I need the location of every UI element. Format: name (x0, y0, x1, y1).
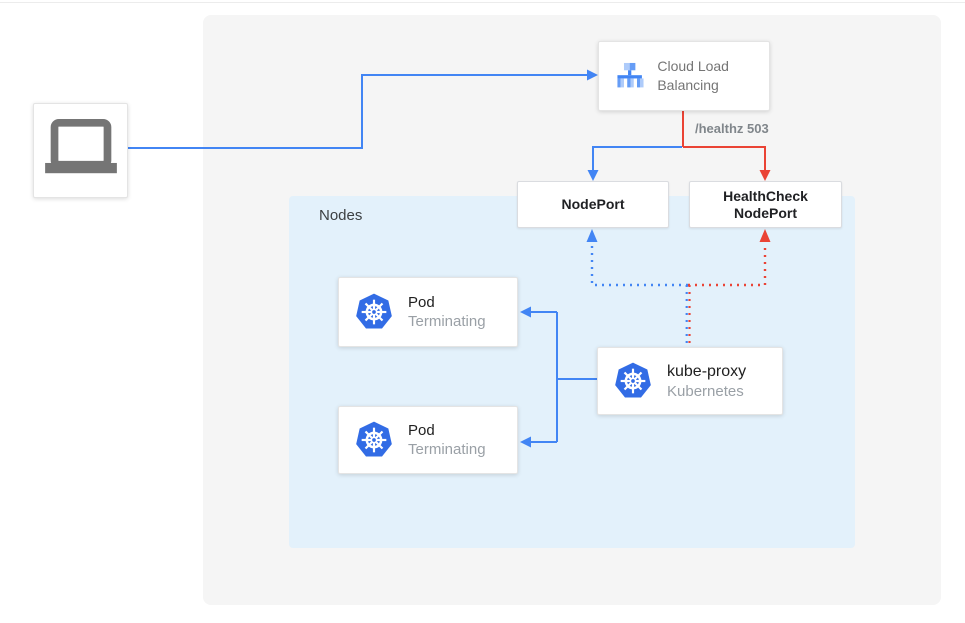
healthcheck-nodeport-label-line1: HealthCheck (723, 187, 808, 204)
healthz-status-label: /healthz 503 (695, 121, 769, 136)
healthcheck-nodeport-node: HealthCheck NodePort (689, 181, 842, 228)
nodeport-label: NodePort (561, 196, 625, 212)
pod-node-2: Pod Terminating (338, 406, 518, 474)
kube-proxy-subtitle: Kubernetes (667, 382, 744, 400)
pod-node-1: Pod Terminating (338, 277, 518, 347)
pod-title: Pod (408, 294, 435, 311)
pod-title: Pod (408, 422, 435, 439)
load-balancer-icon (617, 62, 644, 88)
healthcheck-nodeport-label-line2: NodePort (734, 204, 797, 221)
kube-proxy-node: kube-proxy Kubernetes (597, 347, 783, 415)
cloud-load-balancing-node: Cloud Load Balancing (598, 41, 770, 111)
pod-status: Terminating (408, 313, 486, 330)
laptop-icon (44, 118, 117, 173)
kube-proxy-title: kube-proxy (667, 362, 747, 380)
cloud-load-balancing-label: Cloud Load Balancing (657, 58, 729, 93)
kubernetes-icon (615, 362, 651, 398)
kubernetes-icon (356, 293, 392, 329)
nodes-region-label: Nodes (319, 207, 363, 224)
pod-status: Terminating (408, 441, 486, 458)
kubernetes-icon (356, 421, 392, 457)
client-node (33, 103, 128, 198)
top-divider (0, 2, 965, 3)
nodeport-node: NodePort (517, 181, 669, 228)
